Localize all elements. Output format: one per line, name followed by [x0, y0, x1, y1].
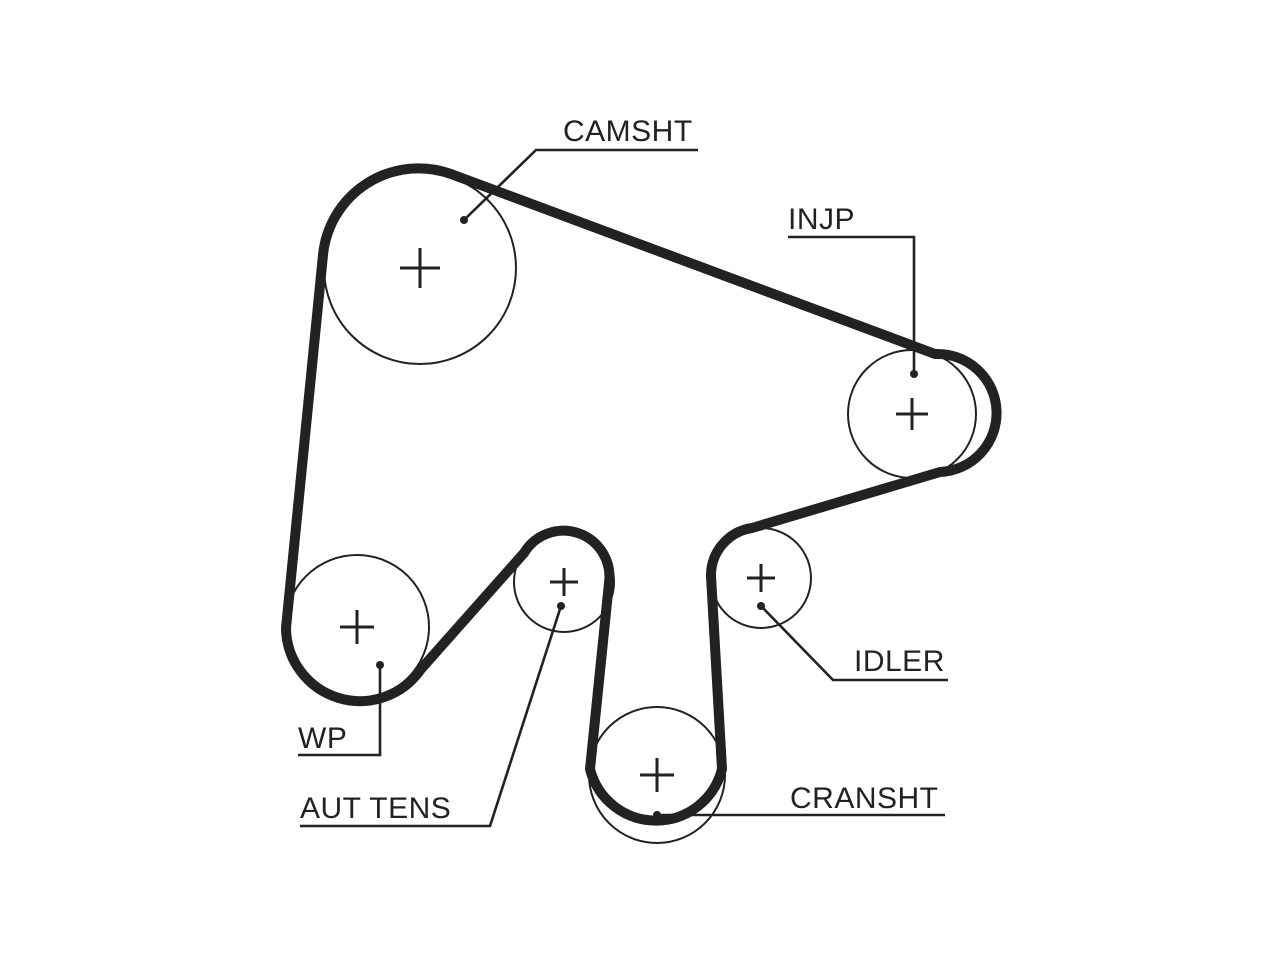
crankshaft-pulley [588, 706, 726, 844]
water-pump-pulley [284, 554, 430, 700]
camshaft-label: CAMSHT [563, 115, 693, 148]
timing-belt [281, 163, 1002, 826]
idler-pulley [710, 527, 812, 629]
camshaft-leader [463, 148, 698, 221]
injection-pump-label: INJP [788, 203, 855, 236]
auto-tensioner-label: AUT TENS [300, 792, 451, 825]
injection-pump-leader [788, 235, 916, 374]
crankshaft-label: CRANSHT [790, 782, 939, 815]
auto-tensioner-leader [300, 605, 563, 828]
water-pump-label: WP [298, 722, 347, 755]
water-pump-leader [298, 665, 382, 757]
idler-label: IDLER [854, 645, 945, 678]
camshaft-pulley [323, 171, 517, 365]
injection-pump-pulley [847, 349, 977, 479]
auto-tensioner-pulley [513, 531, 615, 633]
idler-leader [760, 605, 948, 682]
